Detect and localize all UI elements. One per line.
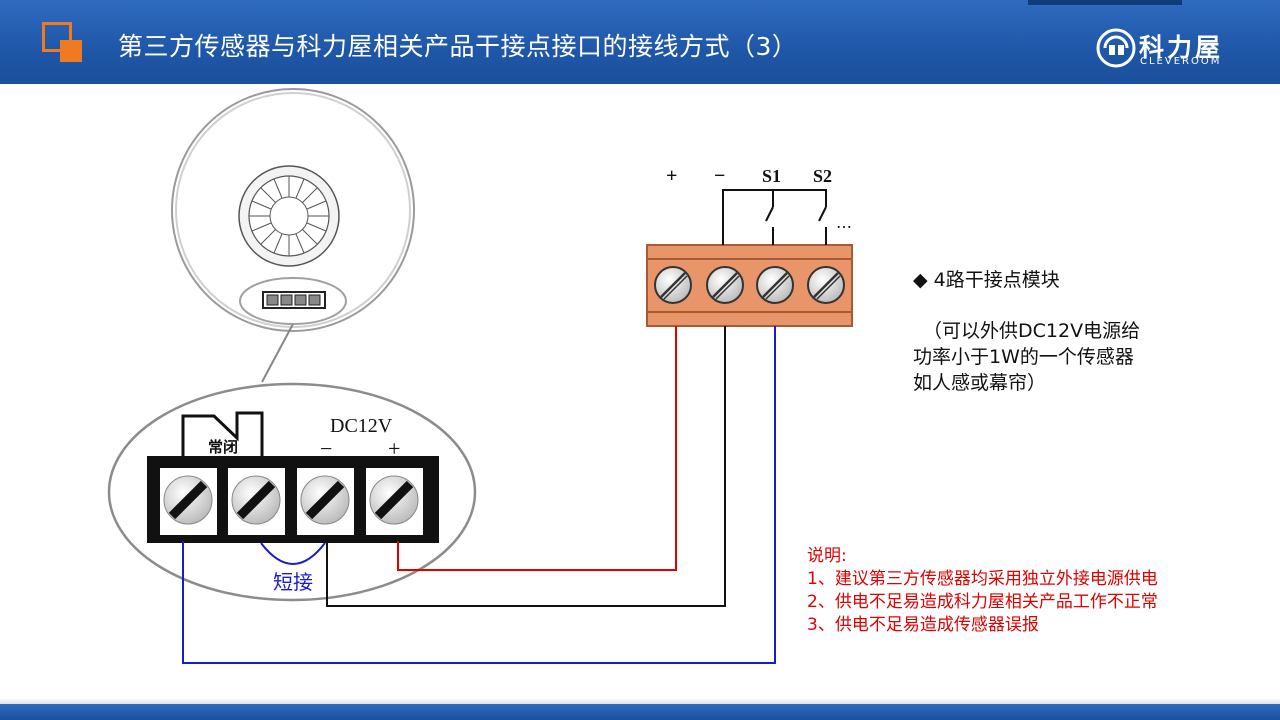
- wire-blue-signal: [182, 326, 776, 664]
- brand-mark-icon: [1096, 28, 1136, 68]
- module-plus-label: +: [666, 165, 677, 187]
- footer-shadow: [0, 698, 1280, 704]
- description-line: 如人感或幕帘）: [913, 372, 1047, 394]
- description-line: 功率小于1W的一个传感器: [913, 346, 1134, 368]
- brand-logo: 科力屋 CLEVEROOM: [1096, 28, 1246, 68]
- dc12v-label: DC12V: [330, 415, 393, 437]
- sensor-device: [171, 88, 415, 332]
- header-accent-icon: [42, 22, 82, 62]
- module-heading: ◆ 4路干接点模块: [913, 269, 1060, 291]
- module-description-body: （可以外供DC12V电源给 功率小于1W的一个传感器 如人感或幕帘）: [913, 318, 1140, 396]
- callout-line: [261, 323, 294, 383]
- module-ellipsis: …: [836, 213, 852, 232]
- brand-name-en: CLEVEROOM: [1140, 56, 1222, 67]
- dry-contact-module: [646, 244, 853, 327]
- module-s2-label: S2: [813, 166, 832, 186]
- module-minus-label: −: [714, 165, 725, 187]
- nc-label: 常闭: [208, 438, 238, 456]
- short-connect-label: 短接: [273, 570, 313, 594]
- module-s1-label: S1: [762, 166, 781, 186]
- notes-block: 说明: 1、建议第三方传感器均采用独立外接电源供电 2、供电不足易造成科力屋相关…: [807, 545, 1158, 637]
- note-item: 3、供电不足易造成传感器误报: [807, 615, 1039, 635]
- header-bar: 第三方传感器与科力屋相关产品干接点接口的接线方式（3） 科力屋 CLEVEROO…: [0, 0, 1280, 84]
- sensor-terminal-zoom: [107, 382, 477, 602]
- footer-bar: [0, 704, 1280, 720]
- switch-wiring: [722, 189, 827, 245]
- note-item: 1、建议第三方传感器均采用独立外接电源供电: [807, 569, 1158, 589]
- brand-name-cn: 科力屋: [1139, 33, 1224, 62]
- note-item: 2、供电不足易造成科力屋相关产品工作不正常: [807, 592, 1158, 612]
- description-line: （可以外供DC12V电源给: [923, 320, 1141, 342]
- module-description: ◆ 4路干接点模块: [913, 266, 1060, 294]
- wire-black-negative: [326, 326, 726, 607]
- notes-title: 说明:: [807, 546, 847, 566]
- header-tab-decoration: [1028, 0, 1182, 5]
- sensor-minus-label: −: [320, 436, 332, 461]
- slide-title: 第三方传感器与科力屋相关产品干接点接口的接线方式（3）: [118, 32, 798, 61]
- wire-red-positive: [397, 326, 677, 571]
- sensor-plus-label: +: [388, 436, 400, 461]
